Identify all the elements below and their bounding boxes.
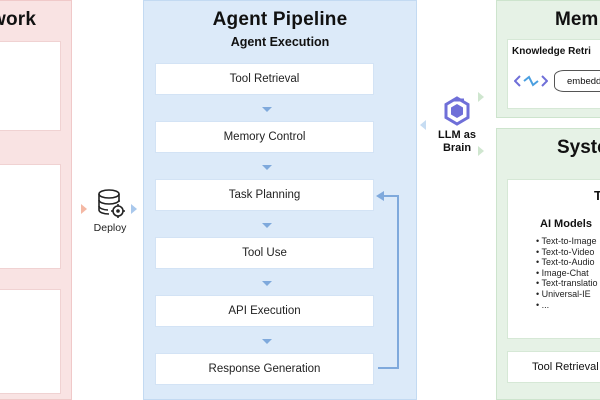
ai-model-item: • ... — [536, 299, 550, 310]
llm-label: LLM as Brain — [422, 129, 492, 155]
deploy-label: Deploy — [93, 222, 127, 234]
framework-card — [0, 289, 61, 394]
deploy-connector: Deploy — [80, 188, 140, 248]
pipeline-step-api-execution: API Execution — [155, 295, 374, 327]
ai-model-item: • Universal-IE — [536, 288, 591, 299]
feedback-loop-arrow — [376, 191, 399, 369]
embedding-icon — [514, 75, 548, 87]
chevron-right-icon — [478, 146, 484, 156]
arrow-down-icon — [262, 223, 272, 228]
pipeline-step-tool-use: Tool Use — [155, 237, 374, 269]
pipeline-step-response-generation: Response Generation — [155, 353, 374, 385]
system-panel: Syste T AI Models • Text-to-Image • Text… — [496, 128, 600, 400]
chevron-left-icon — [420, 120, 426, 130]
chevron-right-icon — [131, 204, 137, 214]
ai-model-item: • Text-translatio — [536, 278, 598, 289]
system-tools-card: T AI Models • Text-to-Image • Text-to-Vi… — [507, 179, 600, 339]
knowledge-retrieval-card: Knowledge Retri embeddi — [507, 39, 600, 109]
ai-model-item: • Text-to-Audio — [536, 257, 595, 268]
llm-logo-icon — [444, 96, 470, 126]
memory-panel: Mem Knowledge Retri embeddi — [496, 0, 600, 118]
system-card-title: T — [594, 188, 600, 203]
arrow-down-icon — [262, 339, 272, 344]
pipeline-subtitle: Agent Execution — [230, 35, 330, 49]
framework-card — [0, 164, 61, 269]
chevron-right-icon — [81, 204, 87, 214]
pipeline-step-tool-retrieval: Tool Retrieval — [155, 63, 374, 95]
arrow-down-icon — [262, 107, 272, 112]
ai-models-title: AI Models — [540, 218, 592, 230]
framework-panel: work n — [0, 0, 72, 400]
system-title: Syste — [557, 137, 600, 158]
chevron-right-icon — [478, 92, 484, 102]
framework-card: n — [0, 41, 61, 131]
knowledge-retrieval-title: Knowledge Retri — [512, 46, 591, 57]
embedding-label: embeddi — [567, 76, 600, 87]
llm-label-line1: LLM as — [438, 129, 476, 141]
ai-model-item: • Text-to-Video — [536, 246, 595, 257]
arrow-down-icon — [262, 165, 272, 170]
pipeline-step-memory-control: Memory Control — [155, 121, 374, 153]
framework-title: work — [0, 9, 37, 30]
ai-model-item: • Image-Chat — [536, 267, 589, 278]
agent-pipeline-panel: Agent Pipeline Agent Execution Tool Retr… — [143, 0, 417, 400]
llm-brain: LLM as Brain — [422, 96, 492, 166]
arrow-down-icon — [262, 281, 272, 286]
embedding-database: embeddi — [554, 70, 600, 92]
llm-label-line2: Brain — [442, 142, 472, 154]
pipeline-title: Agent Pipeline — [212, 9, 348, 30]
ai-model-item: • Text-to-Image — [536, 236, 597, 246]
pipeline-step-task-planning: Task Planning — [155, 179, 374, 211]
ai-models-list: • Text-to-Image • Text-to-Video • Text-t… — [536, 236, 598, 310]
tool-retrieval-label: Tool Retrieval — [532, 361, 599, 373]
memory-title: Mem — [555, 9, 599, 30]
database-gear-icon — [98, 189, 125, 218]
tool-retrieval-box: Tool Retrieval — [507, 351, 600, 383]
